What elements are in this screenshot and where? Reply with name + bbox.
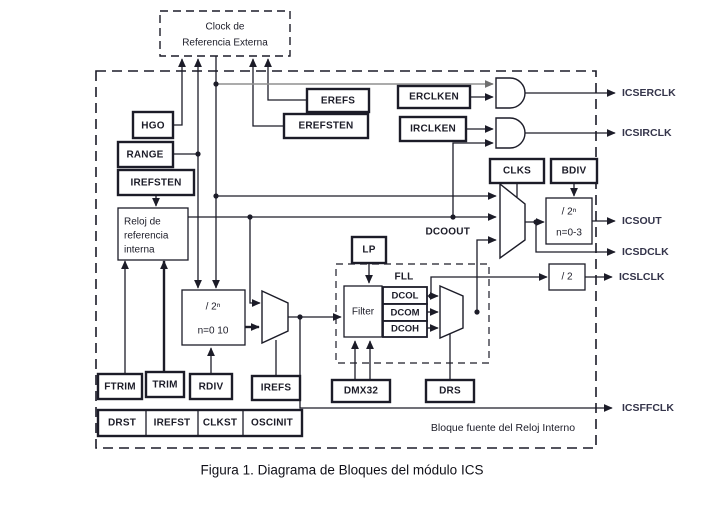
drs-label: DRS	[439, 386, 461, 397]
rdiv-box	[188, 372, 234, 401]
wire-dco-to-div2	[430, 273, 548, 296]
wire-hgo-to-extclock	[173, 58, 186, 126]
status-flags-box	[96, 408, 304, 438]
filter-label: Filter	[352, 307, 375, 318]
div2-box	[548, 263, 586, 291]
erefsten-box	[282, 112, 370, 140]
hgo-box	[131, 110, 175, 140]
wire-dcoout-to-clks-mux	[476, 236, 497, 312]
range-box	[116, 140, 175, 169]
bdiv-box	[549, 157, 599, 185]
range-label: RANGE	[126, 150, 163, 161]
dco-mux	[439, 284, 464, 340]
erefs-box	[305, 87, 371, 114]
and-gate-irclk	[495, 117, 526, 149]
irefs-mux	[261, 289, 289, 345]
bus-divider-line1: / 2ⁿ	[562, 207, 577, 218]
output-icserclk: ICSERCLK	[622, 87, 676, 99]
lp-label: LP	[362, 245, 375, 256]
ref-divider-line2: n=0 10	[198, 326, 229, 337]
wire-intref-to-irefs-mux	[249, 217, 261, 307]
intref-line1: Reloj de	[124, 217, 161, 228]
external-reference-clock-box	[159, 10, 291, 57]
erclken-box	[396, 84, 472, 110]
status-oscinit: OSCINIT	[251, 418, 293, 429]
wires	[121, 56, 616, 412]
hgo-label: HGO	[141, 121, 164, 132]
erclken-label: ERCLKEN	[409, 92, 459, 103]
lp-box	[350, 235, 388, 265]
drs-box	[424, 378, 476, 404]
extclock-label-line2: Referencia Externa	[182, 38, 268, 49]
internal-reference-clock-box	[117, 207, 189, 261]
junction-dots	[195, 81, 539, 320]
rdiv-label: RDIV	[199, 382, 224, 393]
and-gate-erclk	[495, 77, 526, 109]
ftrim-box	[96, 372, 144, 401]
dcoh-box	[382, 320, 428, 338]
wire-icsffclk-out	[299, 317, 613, 412]
dcoout-label: DCOOUT	[425, 227, 470, 238]
dcom-label: DCOM	[390, 308, 419, 319]
bus-divider-line2: n=0-3	[556, 228, 582, 239]
trim-label: TRIM	[152, 380, 177, 391]
output-icsffclk: ICSFFCLK	[622, 402, 674, 414]
bdiv-label: BDIV	[562, 166, 587, 177]
dmx32-box	[330, 378, 392, 404]
clks-box	[488, 157, 546, 185]
internal-block-label: Bloque fuente del Reloj Interno	[431, 422, 575, 434]
ref-divider-line1: / 2ⁿ	[206, 302, 221, 313]
output-icsout: ICSOUT	[622, 215, 662, 227]
bus-divider-box	[545, 197, 593, 245]
irclken-box	[398, 115, 468, 143]
clks-mux	[499, 182, 526, 260]
filter-box	[343, 285, 383, 338]
output-icsirclk: ICSIRCLK	[622, 127, 672, 139]
irefs-label: IREFS	[261, 383, 292, 394]
wire-erefs-to-extclock	[264, 58, 307, 101]
output-icslclk: ICSLCLK	[619, 271, 665, 283]
div2-label: / 2	[561, 272, 573, 283]
status-irefst: IREFST	[154, 418, 191, 429]
reference-divider-box	[181, 289, 246, 346]
wire-intref-to-and2	[452, 139, 494, 217]
irclken-label: IRCLKEN	[410, 124, 456, 135]
erefsten-label: EREFSTEN	[299, 121, 354, 132]
wire-erefsten-to-extclock	[249, 58, 284, 127]
internal-clock-source-boundary	[95, 70, 597, 449]
status-drst: DRST	[108, 418, 136, 429]
fll-label: FLL	[395, 272, 414, 283]
ftrim-label: FTRIM	[104, 382, 136, 393]
irefs-box	[250, 374, 302, 402]
output-icsdclk: ICSDCLK	[622, 246, 669, 258]
wire-icsdclk-out	[535, 222, 616, 256]
dcoh-label: DCOH	[391, 324, 419, 335]
intref-line2: referencia	[124, 231, 169, 242]
status-clkst: CLKST	[203, 418, 237, 429]
intref-line3: interna	[124, 245, 155, 256]
dmx32-label: DMX32	[344, 386, 379, 397]
irefsten-label: IREFSTEN	[130, 178, 181, 189]
dcol-label: DCOL	[392, 291, 419, 302]
fll-boundary	[335, 263, 490, 364]
figure-caption: Figura 1. Diagrama de Bloques del módulo…	[201, 463, 484, 478]
clks-label: CLKS	[503, 166, 531, 177]
erefs-label: EREFS	[321, 96, 355, 107]
trim-box	[144, 370, 186, 399]
extclock-label-line1: Clock de	[206, 22, 245, 33]
irefsten-box	[116, 168, 196, 197]
